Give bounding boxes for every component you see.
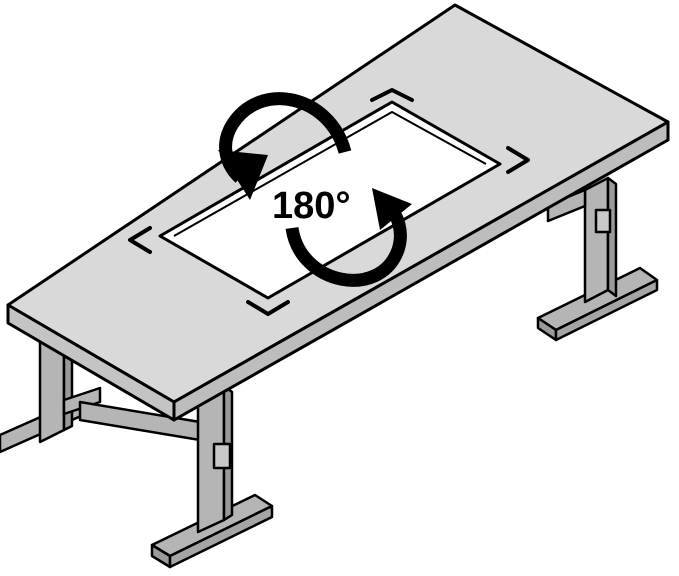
corner-marker-left: [128, 226, 152, 254]
arrow-head-icon: [218, 150, 268, 200]
arrow-head-icon: [372, 188, 412, 230]
corner-marker-right: [506, 146, 530, 174]
corner-markers: [128, 88, 530, 316]
rotation-label: 180°: [272, 185, 351, 227]
front-center-leg-assembly: [78, 384, 274, 569]
rotation-arrowheads: [218, 150, 412, 230]
rotation-arrow-lower: [285, 200, 407, 287]
corner-marker-bottom: [246, 300, 290, 316]
back-right-leg-assembly: [536, 176, 659, 342]
corner-marker-top: [370, 88, 414, 102]
